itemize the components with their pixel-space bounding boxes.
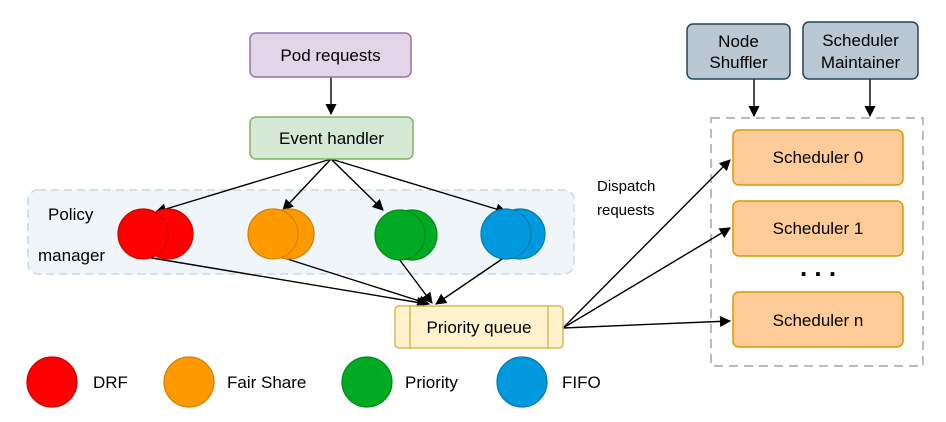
- legend-fifo-label: FIFO: [562, 373, 601, 392]
- dispatch-label-line1: Dispatch: [597, 178, 655, 195]
- edge-priority-to-queue: [398, 258, 433, 304]
- scheduler-maintainer-box: [802, 21, 919, 80]
- edge-event-to-fifo: [330, 158, 508, 215]
- schedulers-container: [710, 117, 924, 367]
- edge-fifo-to-queue: [435, 256, 506, 305]
- pod-requests-label: Pod requests: [280, 46, 380, 65]
- scheduler-n-label: Scheduler n: [773, 311, 864, 330]
- scheduler-1-box: [732, 200, 904, 257]
- legend-fairshare-label: Fair Share: [227, 373, 306, 392]
- drf-policy-icon: [117, 208, 194, 260]
- legend: DRF Fair Share Priority FIFO: [26, 356, 601, 408]
- legend-fifo-swatch: [496, 356, 548, 408]
- fifo-policy-icon: [480, 208, 546, 260]
- node-shuffler-box: [686, 23, 791, 80]
- node-shuffler-label-line2: Shuffler: [709, 53, 768, 72]
- edge-drf-to-queue: [139, 255, 429, 308]
- scheduler-maintainer-label-line1: Scheduler: [822, 31, 899, 50]
- policy-manager-label-line1: Policy: [48, 205, 94, 224]
- scheduler-1-label: Scheduler 1: [773, 219, 864, 238]
- legend-priority-label: Priority: [405, 373, 458, 392]
- scheduler-0-box: [732, 129, 904, 186]
- edge-queue-to-scheduler-1: [562, 227, 731, 329]
- node-shuffler-label-line1: Node: [718, 32, 759, 51]
- edge-event-to-drf: [154, 158, 332, 215]
- dispatch-label-line2: requests: [597, 202, 655, 219]
- event-handler-box: [249, 116, 414, 160]
- legend-drf-label: DRF: [93, 373, 128, 392]
- edge-fairshare-to-queue: [280, 256, 431, 307]
- legend-drf-swatch: [26, 356, 78, 408]
- edge-queue-to-scheduler-n: [562, 315, 732, 329]
- priority-policy-icon: [374, 209, 438, 261]
- scheduler-ellipsis: . . .: [800, 252, 836, 282]
- policy-manager-label-line2: manager: [38, 246, 105, 265]
- edge-event-to-fairshare: [282, 158, 332, 211]
- priority-queue-label: Priority queue: [427, 318, 532, 337]
- legend-priority-swatch: [341, 356, 393, 408]
- scheduler-n-box: [732, 291, 904, 348]
- event-handler-label: Event handler: [279, 129, 384, 148]
- legend-fairshare-swatch: [163, 356, 215, 408]
- scheduler-0-label: Scheduler 0: [773, 148, 864, 167]
- pod-requests-box: [249, 32, 412, 78]
- scheduler-maintainer-label-line2: Maintainer: [821, 53, 901, 72]
- priority-queue-box: [394, 305, 564, 349]
- fairshare-policy-icon: [247, 208, 315, 260]
- edge-event-to-priority: [330, 158, 384, 211]
- edge-queue-to-scheduler-0: [562, 159, 731, 329]
